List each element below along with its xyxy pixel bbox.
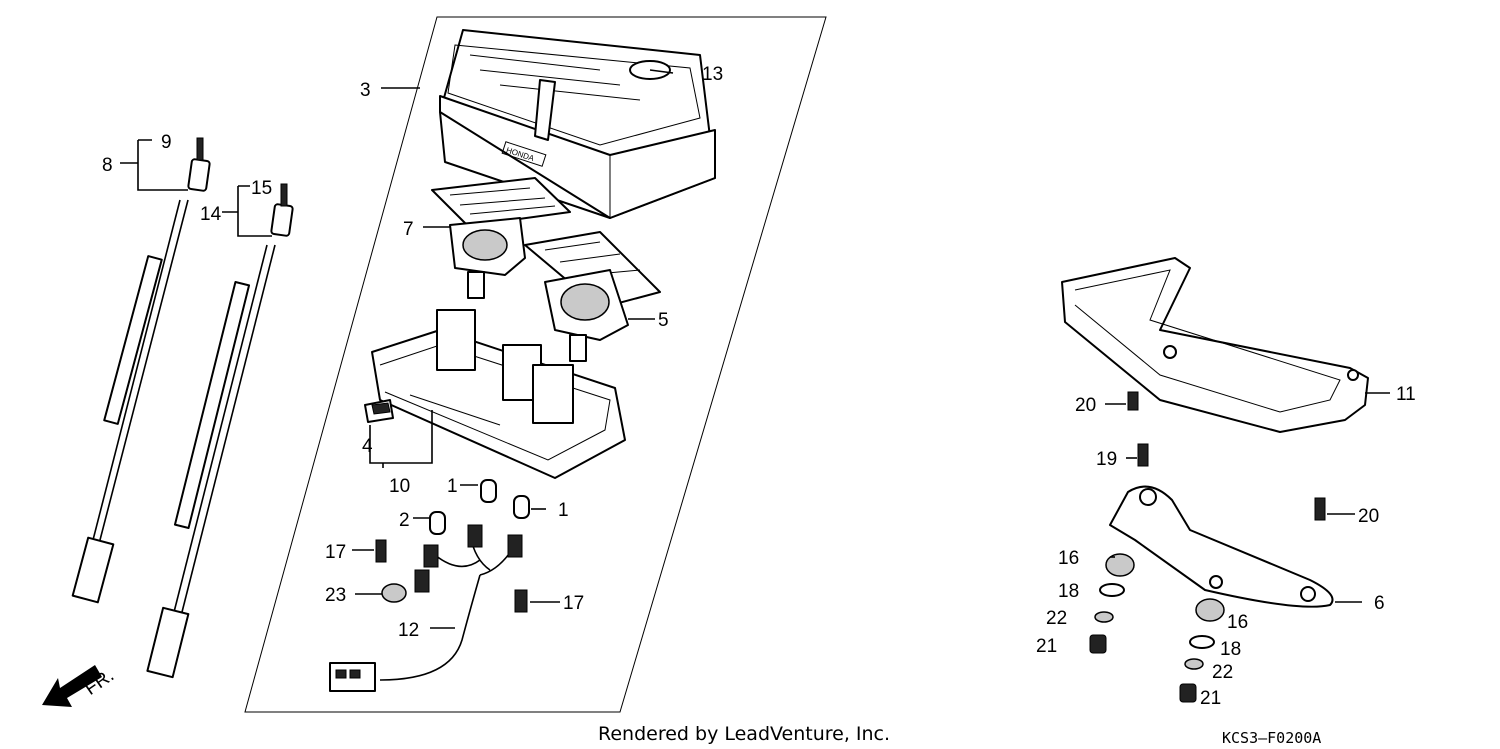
callout-19: 19 <box>1096 449 1117 470</box>
bracket-4-10 <box>369 410 433 464</box>
callout-15: 15 <box>251 178 272 199</box>
bulb-2[interactable] <box>429 511 446 535</box>
callout-9: 9 <box>161 132 172 153</box>
callout-6: 6 <box>1374 593 1385 614</box>
callout-4: 4 <box>362 436 373 457</box>
front-label: FR. <box>81 665 118 700</box>
screw-17a[interactable] <box>375 539 387 563</box>
callout-3: 3 <box>360 80 371 101</box>
callout-21b: 21 <box>1200 688 1221 709</box>
nut-21a[interactable] <box>1089 634 1107 654</box>
callout-14: 14 <box>200 204 222 225</box>
callout-16b: 16 <box>1227 612 1248 633</box>
callout-22b: 22 <box>1212 662 1233 683</box>
credit-text: Rendered by LeadVenture, Inc. <box>598 723 890 745</box>
meter-visor-side[interactable] <box>1061 257 1369 433</box>
tachometer[interactable] <box>431 177 571 299</box>
cushion-16b[interactable] <box>1195 598 1225 622</box>
washer-22a[interactable] <box>1094 611 1114 623</box>
callout-20a: 20 <box>1075 395 1096 416</box>
speedometer[interactable] <box>524 231 661 362</box>
callout-7: 7 <box>403 219 414 240</box>
nut-21b[interactable] <box>1179 683 1197 703</box>
bulb-1a[interactable] <box>480 479 497 503</box>
cushion-16a[interactable] <box>1105 553 1135 577</box>
screw-20a[interactable] <box>1127 391 1139 411</box>
callout-16a: 16 <box>1058 548 1079 569</box>
callout-17a: 17 <box>325 542 346 563</box>
washer-18b[interactable] <box>1189 635 1215 649</box>
grommet-23[interactable] <box>381 583 407 603</box>
callout-12: 12 <box>398 620 419 641</box>
washer-22b[interactable] <box>1184 658 1204 670</box>
meter-bracket[interactable] <box>1109 485 1334 608</box>
callout-23: 23 <box>325 585 346 606</box>
figure-code: KCS3–F0200A <box>1222 729 1321 747</box>
callout-20b: 20 <box>1358 506 1379 527</box>
callout-5: 5 <box>658 310 669 331</box>
indicator-lens[interactable] <box>364 399 394 423</box>
bulb-1b[interactable] <box>513 495 530 519</box>
callout-2: 2 <box>399 510 410 531</box>
callout-1b: 1 <box>558 500 569 521</box>
callout-11: 11 <box>1396 384 1416 405</box>
callout-21a: 21 <box>1036 636 1057 657</box>
callout-22a: 22 <box>1046 608 1067 629</box>
speedometer-cable[interactable] <box>71 137 211 604</box>
callout-1a: 1 <box>447 476 458 497</box>
leader-lines <box>120 69 1390 629</box>
tachometer-cable[interactable] <box>146 183 294 679</box>
washer-18a[interactable] <box>1099 583 1125 597</box>
front-direction-arrow-icon <box>42 665 102 707</box>
screw-20b[interactable] <box>1314 497 1326 521</box>
callout-10: 10 <box>389 476 410 497</box>
screw-17b[interactable] <box>514 589 528 613</box>
callouts: 3 13 7 5 9 8 15 14 4 10 1 1 2 17 23 17 1… <box>102 64 1416 709</box>
assembly-frame <box>244 16 827 713</box>
callout-8: 8 <box>102 155 113 176</box>
meter-visor[interactable]: HONDA <box>439 29 716 219</box>
screw-19[interactable] <box>1137 443 1149 467</box>
callout-17b: 17 <box>563 593 584 614</box>
meter-case[interactable] <box>371 309 626 479</box>
callout-18a: 18 <box>1058 581 1079 602</box>
callout-13: 13 <box>702 64 723 85</box>
wire-harness[interactable] <box>329 524 523 692</box>
callout-18b: 18 <box>1220 639 1241 660</box>
